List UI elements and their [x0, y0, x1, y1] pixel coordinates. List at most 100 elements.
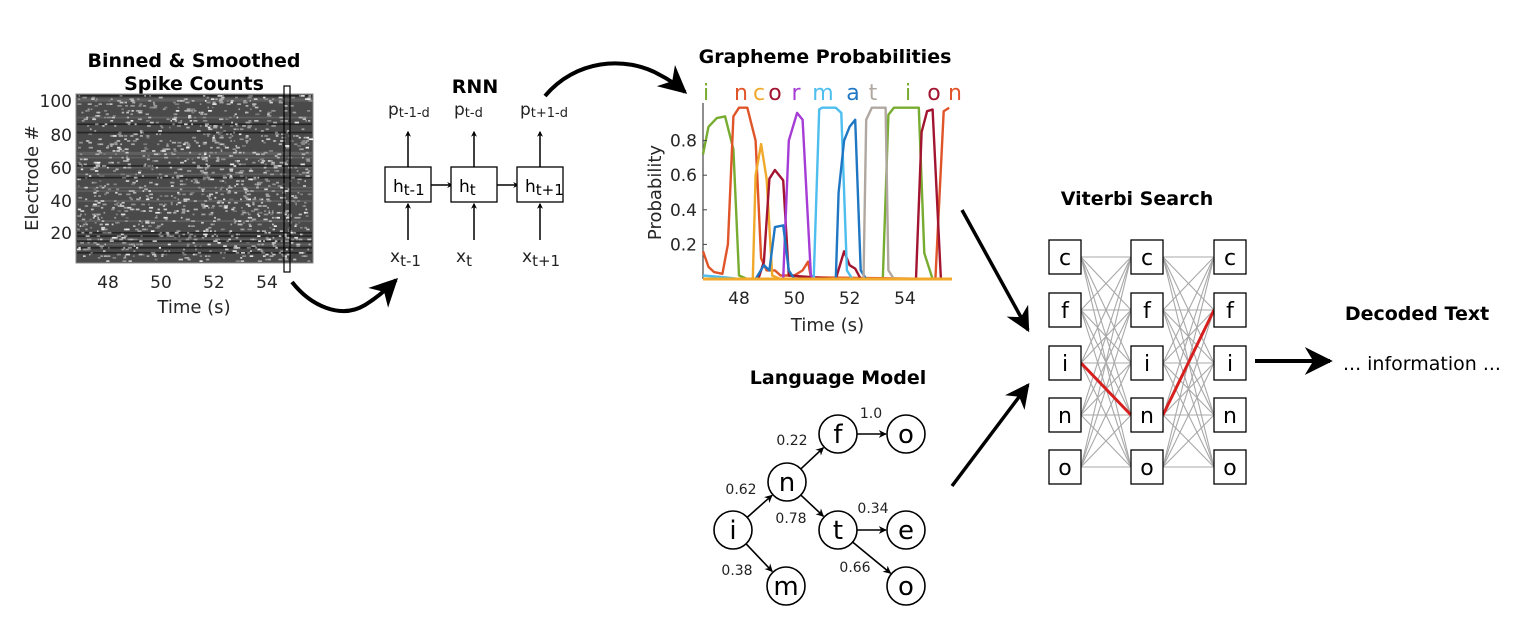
spike-dot — [217, 95, 222, 97]
spike-dot — [301, 255, 306, 257]
spike-dot — [259, 110, 262, 112]
spike-dot — [143, 165, 147, 167]
spike-dot — [185, 218, 190, 221]
input-label: xt-1 — [390, 247, 421, 270]
spike-dot — [195, 200, 197, 202]
spike-dot — [193, 181, 198, 184]
spike-dot — [125, 180, 130, 182]
spike-dot — [228, 186, 233, 189]
spike-dot — [260, 135, 263, 137]
spike-dot — [214, 233, 217, 236]
spike-dot — [159, 133, 161, 136]
spike-dot — [198, 145, 201, 147]
spike-dot — [104, 116, 106, 119]
spike-dot — [227, 100, 229, 102]
spike-row — [77, 168, 312, 171]
spike-dot — [79, 153, 83, 156]
lm-edge-prob: 1.0 — [860, 406, 882, 422]
spike-dot — [183, 248, 185, 251]
spike-dot — [229, 116, 232, 119]
spike-dot — [305, 120, 307, 122]
spike-dot — [202, 120, 208, 122]
spike-dot — [138, 186, 142, 189]
spike-dot — [258, 205, 262, 207]
spike-dot — [213, 240, 218, 242]
spike-dot — [121, 236, 126, 239]
spike-dot — [183, 98, 187, 100]
spike-dot — [116, 235, 122, 237]
spike-dot — [134, 123, 137, 126]
spike-dot — [78, 95, 81, 97]
spike-dot — [238, 108, 241, 111]
spike-row — [77, 213, 312, 216]
spike-dot — [127, 238, 132, 241]
spike-dot — [199, 170, 204, 172]
spike-dot — [85, 198, 88, 201]
spike-dot — [302, 156, 304, 159]
spike-dot — [284, 240, 289, 242]
spike-dot — [95, 163, 98, 166]
spike-dot — [224, 110, 227, 112]
spike-dot — [248, 213, 251, 216]
spike-dot — [263, 218, 268, 221]
spike-dot — [297, 145, 301, 147]
spike-row — [77, 233, 312, 236]
spike-dot — [255, 153, 260, 156]
spike-dot — [223, 245, 227, 247]
spike-dot — [167, 211, 172, 214]
spike-dot — [210, 146, 213, 149]
spike-dot — [208, 213, 213, 216]
ytick-label: 0.4 — [670, 201, 697, 221]
spike-dot — [83, 118, 88, 121]
spike-dot — [265, 258, 270, 261]
spike-dot — [204, 123, 209, 126]
spike-dot — [118, 131, 122, 134]
spike-dot — [173, 148, 176, 151]
spike-dot — [163, 208, 168, 211]
spike-dot — [78, 98, 81, 100]
spike-row — [77, 173, 312, 176]
spike-dot — [278, 100, 282, 102]
spike-dot — [133, 245, 136, 247]
spike-row — [77, 218, 312, 221]
spike-dot — [138, 223, 140, 226]
spike-dot — [87, 248, 91, 251]
trellis-state-box — [1048, 292, 1082, 328]
spike-dot — [156, 183, 158, 186]
spike-dot — [94, 170, 99, 172]
spike-dot — [148, 116, 152, 119]
spike-dot — [273, 166, 278, 169]
spike-dot — [112, 115, 116, 117]
spike-dot — [229, 170, 233, 172]
spike-xtick: 50 — [150, 273, 172, 293]
spike-row — [77, 248, 312, 251]
spike-dot — [119, 203, 122, 206]
lm-node-circle — [767, 462, 807, 502]
spike-dot — [149, 121, 154, 124]
spike-dot — [283, 140, 286, 142]
spike-dot — [167, 118, 171, 121]
spike-dot — [242, 186, 247, 189]
spike-dot — [97, 161, 101, 164]
spike-dot — [221, 158, 226, 161]
spike-dot — [174, 210, 177, 212]
spike-dot — [201, 188, 205, 191]
spike-dot — [126, 175, 130, 177]
spike-dot — [181, 208, 186, 211]
spike-dot — [297, 181, 300, 184]
spike-dot — [217, 242, 221, 244]
spike-dot — [162, 148, 167, 151]
spike-dot — [80, 210, 85, 212]
spike-dot — [136, 243, 140, 246]
spike-dot — [89, 218, 92, 221]
spike-dot — [301, 153, 306, 156]
spike-dot — [177, 106, 180, 109]
spike-dot — [286, 130, 290, 132]
spike-dot — [117, 105, 122, 107]
spike-dot — [152, 160, 157, 162]
spike-dot — [224, 146, 229, 149]
spike-dot — [294, 201, 297, 204]
output-label: pt+1-d — [520, 100, 568, 121]
spike-dot — [254, 120, 259, 122]
spike-dot — [111, 208, 115, 211]
